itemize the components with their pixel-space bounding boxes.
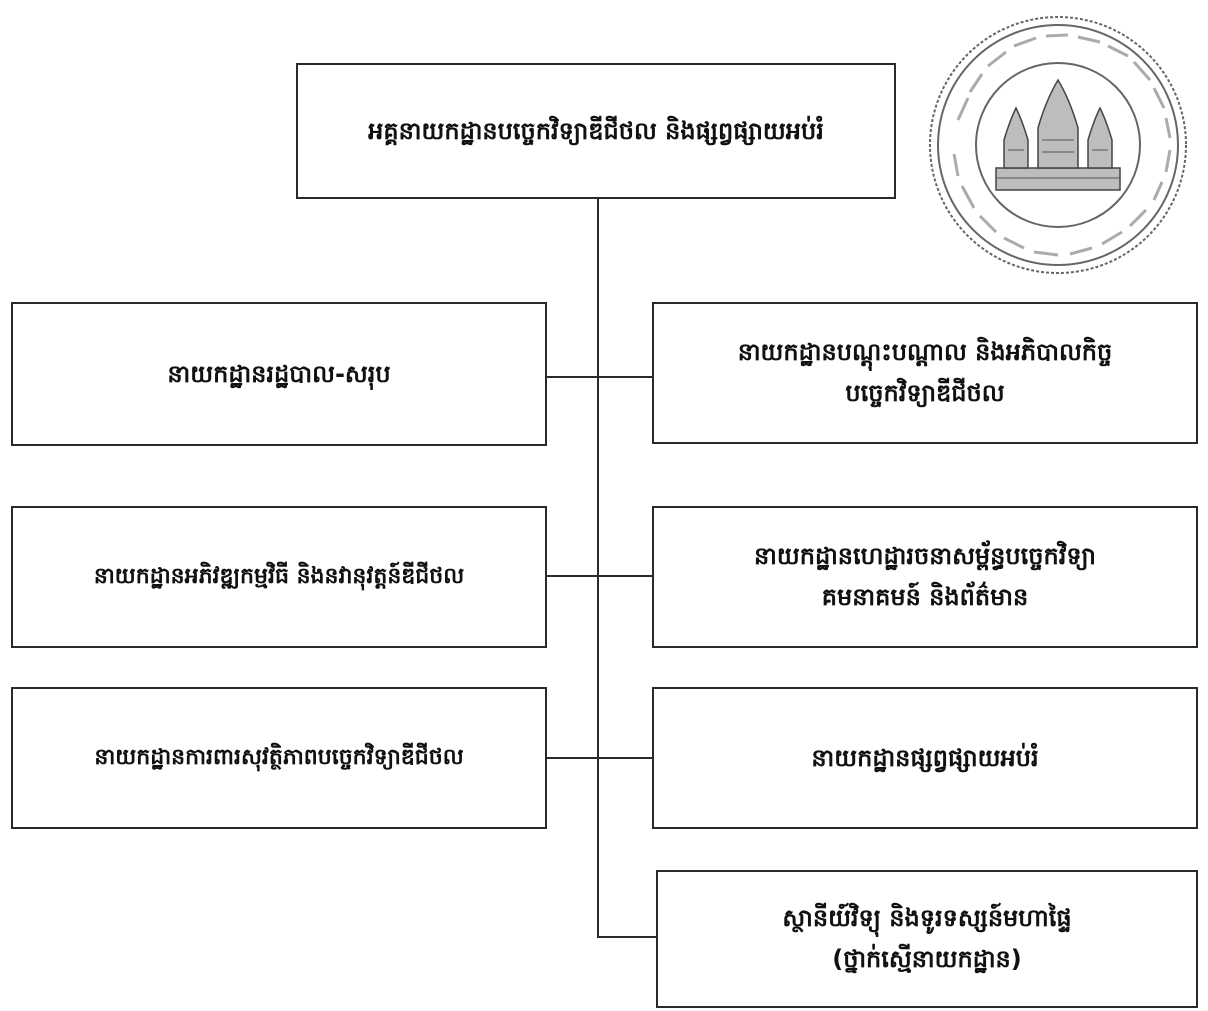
left-box-1: នាយកដ្ឋានរដ្ឋបាល-សរុប	[11, 302, 547, 446]
connector-row3	[546, 757, 654, 759]
connector-row1	[546, 376, 654, 378]
right-box-1: នាយកដ្ឋានបណ្តុះបណ្តាល និងអភិបាលកិច្ច បច្…	[652, 302, 1198, 444]
right-box-2-label-line2: គមនាគមន៍ និងព័ត៌មាន	[821, 583, 1029, 611]
right-box-3: នាយកដ្ឋានផ្សព្វផ្សាយអប់រំ	[652, 687, 1198, 829]
right-box-4-label-line1: ស្ថានីយ៍វិទ្យុ និងទូរទស្សន៍មហាផ្ទៃ	[782, 904, 1072, 933]
right-box-4: ស្ថានីយ៍វិទ្យុ និងទូរទស្សន៍មហាផ្ទៃ (ថ្នា…	[656, 870, 1198, 1008]
right-box-2: នាយកដ្ឋានហេដ្ឋារចនាសម្ព័ន្ធបច្ចេកវិទ្យា …	[652, 506, 1198, 648]
connector-row2	[546, 575, 654, 577]
top-department-label: អគ្គនាយកដ្ឋានបច្ចេកវិទ្យាឌីជីថល និងផ្សព្…	[368, 116, 824, 145]
right-box-3-label: នាយកដ្ឋានផ្សព្វផ្សាយអប់រំ	[811, 743, 1039, 772]
left-box-3: នាយកដ្ឋានការពារសុវត្ថិភាពបច្ចេកវិទ្យាឌីជ…	[11, 687, 547, 829]
right-box-2-label-line1: នាយកដ្ឋានហេដ្ឋារចនាសម្ព័ន្ធបច្ចេកវិទ្យា	[754, 542, 1096, 571]
top-department-box: អគ្គនាយកដ្ឋានបច្ចេកវិទ្យាឌីជីថល និងផ្សព្…	[296, 63, 896, 199]
left-box-3-label: នាយកដ្ឋានការពារសុវត្ថិភាពបច្ចេកវិទ្យាឌីជ…	[94, 745, 464, 771]
left-box-1-label: នាយកដ្ឋានរដ្ឋបាល-សរុប	[167, 359, 391, 388]
main-vertical-connector	[597, 198, 599, 938]
right-box-1-label-line1: នាយកដ្ឋានបណ្តុះបណ្តាល និងអភិបាលកិច្ច	[737, 338, 1113, 367]
right-box-4-label-line2: (ថ្នាក់ស្មើនាយកដ្ឋាន)	[832, 945, 1022, 973]
left-box-2-label: នាយកដ្ឋានអភិវឌ្ឍកម្មវិធី និងនវានុវត្តន៍ឌ…	[93, 564, 465, 590]
right-box-1-label-line2: បច្ចេកវិទ្យាឌីជីថល	[845, 379, 1005, 407]
connector-row4	[597, 936, 657, 938]
left-box-2: នាយកដ្ឋានអភិវឌ្ឍកម្មវិធី និងនវានុវត្តន៍ឌ…	[11, 506, 547, 648]
angkor-temple-seal-icon	[929, 16, 1187, 274]
